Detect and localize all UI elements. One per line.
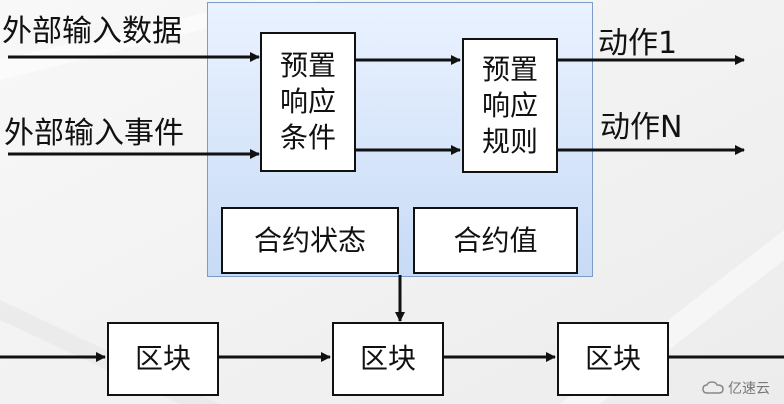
block-1: 区块: [107, 322, 219, 396]
contract-value-box: 合约值: [413, 207, 578, 274]
block-3: 区块: [557, 322, 669, 396]
block-1-label: 区块: [134, 342, 191, 375]
label-action-n: 动作N: [600, 110, 683, 145]
label-action-1: 动作1: [598, 26, 678, 61]
block-3-label: 区块: [584, 342, 641, 375]
preset-rule-text: 预置 响应 规则: [481, 52, 538, 158]
label-external-event: 外部输入事件: [4, 116, 184, 151]
cloud-logo-icon: [702, 381, 724, 394]
preset-rule-box: 预置 响应 规则: [462, 38, 558, 173]
watermark: 亿速云: [702, 378, 770, 398]
label-external-data: 外部输入数据: [2, 14, 182, 49]
block-2: 区块: [332, 322, 444, 396]
preset-condition-box: 预置 响应 条件: [260, 32, 356, 172]
preset-condition-text: 预置 响应 条件: [279, 49, 336, 154]
contract-value-text: 合约值: [453, 223, 538, 257]
block-2-label: 区块: [359, 342, 416, 375]
watermark-text: 亿速云: [728, 381, 770, 397]
contract-state-box: 合约状态: [221, 207, 399, 274]
contract-state-text: 合约状态: [253, 223, 366, 257]
